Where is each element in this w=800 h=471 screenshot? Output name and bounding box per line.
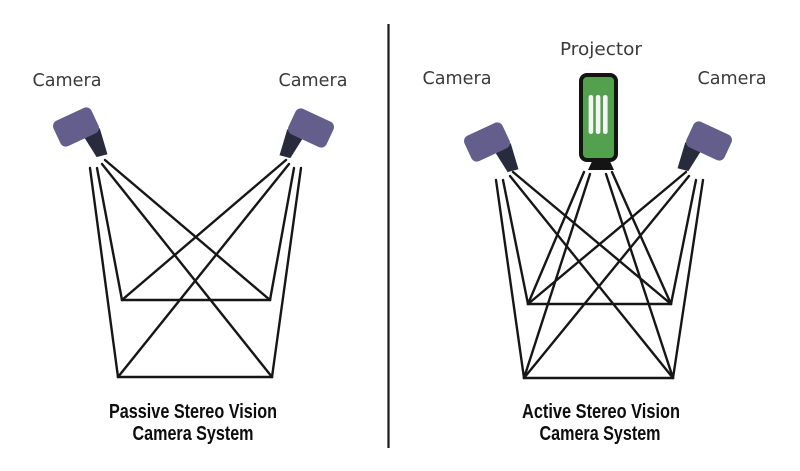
light-ray bbox=[610, 170, 673, 306]
panel-passive-stereo: Camera Camera bbox=[33, 70, 348, 445]
light-rays-projector bbox=[522, 170, 675, 380]
light-ray bbox=[268, 166, 296, 302]
light-ray bbox=[88, 166, 120, 379]
light-ray bbox=[508, 174, 675, 380]
projector-device bbox=[579, 73, 618, 170]
light-ray bbox=[526, 170, 586, 306]
light-ray bbox=[522, 172, 592, 380]
projector-stripe-pattern bbox=[588, 95, 608, 134]
light-rays-left-camera bbox=[494, 170, 675, 380]
camera-device bbox=[279, 108, 334, 159]
light-rays-right-camera bbox=[116, 158, 303, 379]
projector-stripe bbox=[603, 95, 608, 134]
light-ray bbox=[120, 158, 288, 302]
camera-device bbox=[464, 122, 519, 173]
panel-active-stereo: Projector Camera Camera bbox=[423, 39, 767, 445]
light-ray bbox=[270, 166, 303, 379]
passive-caption-line1: Passive Stereo Vision bbox=[109, 401, 277, 423]
light-ray bbox=[95, 166, 124, 302]
light-ray bbox=[116, 162, 291, 379]
camera-left-label: Camera bbox=[33, 70, 102, 91]
camera-right-label: Camera bbox=[698, 68, 767, 89]
light-ray bbox=[511, 170, 673, 306]
projector-label: Projector bbox=[560, 39, 643, 60]
light-ray bbox=[604, 172, 675, 380]
light-ray bbox=[494, 178, 526, 380]
passive-caption-line2: Camera System bbox=[133, 423, 254, 445]
camera-body bbox=[686, 121, 732, 161]
camera-body bbox=[464, 122, 510, 162]
light-ray bbox=[669, 178, 698, 306]
light-ray bbox=[103, 158, 272, 302]
projector-stripe bbox=[588, 95, 594, 134]
active-caption-line2: Camera System bbox=[540, 423, 661, 445]
light-ray bbox=[522, 174, 691, 380]
camera-device bbox=[53, 107, 108, 158]
light-ray bbox=[501, 178, 530, 306]
camera-right-label: Camera bbox=[279, 70, 348, 91]
light-ray bbox=[100, 162, 274, 379]
camera-body bbox=[288, 108, 334, 148]
active-caption-line1: Active Stereo Vision bbox=[522, 401, 680, 423]
camera-body bbox=[53, 107, 99, 147]
camera-device bbox=[677, 121, 732, 172]
projector-stripe bbox=[595, 95, 601, 134]
light-ray bbox=[671, 178, 705, 380]
light-rays-right-camera bbox=[522, 170, 705, 380]
light-rays-left-camera bbox=[88, 158, 274, 379]
camera-left-label: Camera bbox=[423, 68, 492, 89]
